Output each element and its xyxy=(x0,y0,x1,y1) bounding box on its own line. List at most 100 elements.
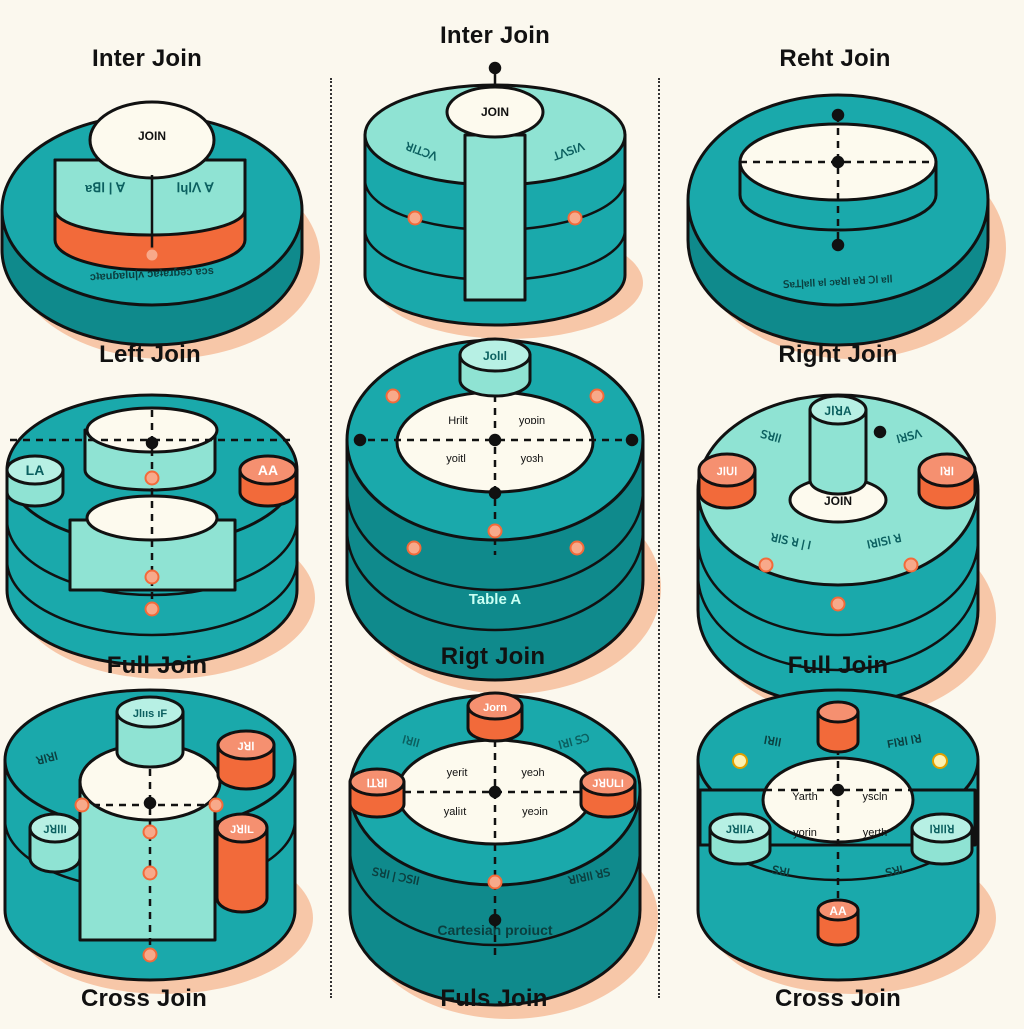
panel-title-fuls-join: Fuls Join xyxy=(440,985,548,1012)
p8-left-knob-top xyxy=(348,767,406,797)
p6-left-knob-top xyxy=(697,452,757,488)
p8-dot-lower xyxy=(488,913,502,927)
p2-top-dot xyxy=(488,61,502,75)
p8-node-bottom xyxy=(487,874,503,890)
p5-q4: yoɜh xyxy=(521,453,544,465)
p3-center-dot xyxy=(831,155,845,169)
p5-left-dot xyxy=(353,433,367,447)
p3-top-dot xyxy=(831,108,845,122)
p2-join-label: JOIN xyxy=(481,105,509,119)
p9-rim-right: Fꓲꓤꓲ ꓲꓤ xyxy=(886,733,922,751)
p4-band-2 xyxy=(5,559,299,637)
column-divider-left xyxy=(330,78,332,998)
p9-left-knob-top xyxy=(708,812,772,844)
p7-right-knob-2-side xyxy=(215,826,269,914)
p8-top-knob-top xyxy=(466,691,524,721)
p6-dot-right xyxy=(873,425,887,439)
p4-right-knob-top xyxy=(238,454,298,486)
p5-bottom-label: Table A xyxy=(469,591,522,608)
p7-node-1 xyxy=(142,824,158,840)
p5-q1: Hrilt xyxy=(448,415,468,427)
p6-left-knob-label: Jꓲꓴꓲ xyxy=(717,466,738,478)
p7-node-2 xyxy=(142,865,158,881)
panel-title-reht-join: Reht Join xyxy=(779,45,891,72)
p9-q1: Yarth xyxy=(792,791,817,803)
p9-rim-left: ꓲꓤꓲꓲ xyxy=(763,735,782,750)
panel-title-rigt-join: Rigt Join xyxy=(440,643,546,670)
p9-dot-right xyxy=(932,753,948,769)
p5-node-tr xyxy=(589,388,605,404)
p6-node-right xyxy=(903,557,919,573)
p5-bottom-dot xyxy=(488,486,502,500)
p7-center-dot xyxy=(143,796,157,810)
panel-title-cross-join-1: Cross Join xyxy=(80,985,208,1012)
p7-top-knob-label: Jlııs ıF xyxy=(133,708,168,720)
p5-q3: yoitl xyxy=(446,453,466,465)
p4-right-knob-label: AA xyxy=(258,462,278,478)
p4-node-2 xyxy=(144,569,160,585)
p7-node-left xyxy=(74,797,90,813)
panel-title-full-join-2: Full Join xyxy=(787,652,889,679)
p5-top-knob-label: Jolıl xyxy=(483,349,507,363)
p7-right-knob-2-top xyxy=(215,812,269,844)
p9-right-knob-top xyxy=(910,812,974,844)
p6-rim-left: ꓢꓤꓲꓲ xyxy=(759,429,783,446)
p7-rim-left: ꓤꓲꓤꓲ xyxy=(34,750,59,767)
p6-right-knob-top xyxy=(917,452,977,488)
p9-q2: yscln xyxy=(862,791,887,803)
p7-right-knob-2-label: JꓤꓲL xyxy=(230,824,254,836)
p1-label-left: ɐꓭꓲ | ∀ xyxy=(84,180,126,195)
p6-top-knob-label: JꓲꓤA xyxy=(824,404,852,418)
p9-q4: yerth xyxy=(863,827,887,839)
column-divider-right xyxy=(658,78,660,998)
p9-mid-right: ꓢꓤꓲ xyxy=(884,864,904,879)
p6-top-knob-side xyxy=(808,408,868,496)
panel-title-inter-join-1: Inter Join xyxy=(91,45,202,72)
p6-top-knob-top xyxy=(808,394,868,426)
p7-right-knob-top xyxy=(216,729,276,761)
p7-left-knob-label: JꓤꓲꓲI xyxy=(43,824,66,836)
p2-node-right xyxy=(567,210,583,226)
p8-top-knob-label: Jorn xyxy=(483,702,507,714)
panel-title-right-join: Right Join xyxy=(778,341,898,368)
p5-node-tl xyxy=(385,388,401,404)
p1-node xyxy=(144,247,160,263)
p4-dot xyxy=(145,436,159,450)
panel-title-inter-join-2: Inter Join xyxy=(439,22,550,49)
p1-label-right: ꓲɥꓲꓥ ∀ xyxy=(176,180,214,195)
p8-q2: yeɔh xyxy=(521,767,544,779)
p6-band-2 xyxy=(696,574,980,672)
p9-top-knob-top xyxy=(816,700,860,724)
p5-center-dot xyxy=(488,433,502,447)
p5-band-1 xyxy=(345,489,645,592)
p2-pillar xyxy=(463,133,527,302)
p8-band xyxy=(348,849,642,947)
panel-title-cross-join-2: Cross Join xyxy=(774,985,902,1012)
p6-node-left xyxy=(758,557,774,573)
p8-right-knob-top xyxy=(579,767,637,797)
p6-node-bottom xyxy=(830,596,846,612)
p4-node-3 xyxy=(144,601,160,617)
p7-top-knob-top xyxy=(115,695,185,729)
p5-q2: yoɒin xyxy=(519,415,545,427)
p9-bottom-knob-top xyxy=(816,898,860,922)
p8-arc-left: ꓲꓤꓲꓲ xyxy=(401,734,421,750)
p7-node-right xyxy=(208,797,224,813)
p9-q3: yorin xyxy=(793,827,817,839)
p6-right-knob-label: ꓲꓤꓲ xyxy=(940,466,954,478)
p3-bottom-dot xyxy=(831,238,845,252)
p1-mint-block xyxy=(53,158,247,237)
p9-center-dot xyxy=(831,783,845,797)
p7-right-knob-label: Jꓤꓲ xyxy=(237,741,254,753)
p4-node-1 xyxy=(144,470,160,486)
p8-center-dot xyxy=(488,785,502,799)
p8-q4: yeɔin xyxy=(522,806,548,818)
p8-q1: yerit xyxy=(447,767,468,779)
p5-right-dot xyxy=(625,433,639,447)
p4-left-knob-top xyxy=(5,454,65,486)
p7-node-3 xyxy=(142,947,158,963)
p9-right-knob-label: ꓲꓤꓲꓲꓤ xyxy=(929,824,954,836)
p6-band-1 xyxy=(696,539,980,637)
p9-mid-left: ꓢꓤꓲ xyxy=(771,864,791,879)
